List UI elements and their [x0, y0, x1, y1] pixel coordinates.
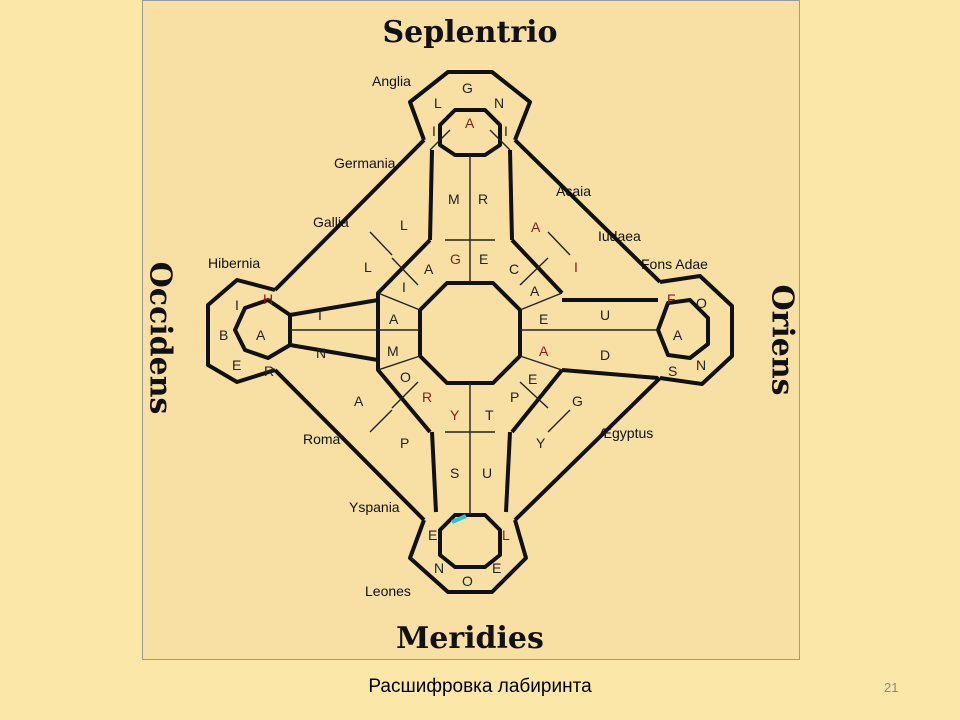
north-title: Seplentrio	[382, 15, 557, 50]
letter: U	[600, 307, 610, 323]
letter: A	[673, 327, 683, 343]
labyrinth-outline	[206, 70, 734, 594]
letter: A	[531, 219, 541, 235]
letter: P	[510, 389, 519, 405]
region-gallia: Gallia	[313, 214, 349, 230]
letter: E	[232, 357, 241, 373]
letter: G	[462, 80, 473, 96]
letter: N	[316, 345, 326, 361]
letter: M	[387, 343, 399, 359]
letter: E	[528, 371, 537, 387]
letter: I	[574, 259, 578, 275]
letter: R	[264, 363, 274, 379]
letter: L	[434, 95, 442, 111]
letter: N	[434, 560, 444, 576]
letter: A	[389, 311, 399, 327]
letter: L	[364, 259, 372, 275]
letter: N	[696, 357, 706, 373]
maze-partitions	[290, 129, 658, 515]
letter: S	[450, 465, 459, 481]
letter: G	[450, 251, 461, 267]
letter: E	[428, 527, 437, 543]
letter: A	[256, 327, 266, 343]
letter: Y	[450, 407, 460, 423]
region-yspania: Yspania	[349, 499, 400, 515]
west-title: Occidens	[143, 262, 178, 415]
letter: Y	[536, 435, 546, 451]
letter: L	[502, 527, 510, 543]
letter: L	[400, 217, 408, 233]
region-acaia: Acaia	[556, 183, 591, 199]
letter: C	[509, 261, 519, 277]
letter: R	[478, 191, 488, 207]
region-aegyptus: Ægyptus	[598, 425, 653, 441]
region-roma: Roma	[303, 431, 341, 447]
south-title: Meridies	[396, 621, 544, 656]
letter: A	[354, 393, 364, 409]
slide-caption: Расшифровка лабиринта	[368, 676, 592, 697]
region-leones: Leones	[365, 583, 411, 599]
letter: U	[482, 465, 492, 481]
letter: F	[667, 291, 676, 307]
letter: A	[530, 283, 540, 299]
letter: O	[696, 295, 707, 311]
letter: I	[402, 279, 406, 295]
letter: N	[494, 95, 504, 111]
page-number: 21	[884, 680, 899, 695]
letter: S	[668, 363, 677, 379]
letter: A	[539, 343, 549, 359]
region-germania: Germania	[334, 155, 396, 171]
letter: I	[432, 123, 436, 139]
letter: D	[600, 347, 610, 363]
region-hibernia: Hibernia	[208, 255, 260, 271]
path-marker	[451, 514, 467, 524]
letter: T	[485, 407, 494, 423]
letter: H	[263, 291, 273, 307]
letter: P	[400, 435, 409, 451]
letter: O	[400, 369, 411, 385]
region-anglia: Anglia	[372, 73, 411, 89]
region-iudaea: Iudaea	[598, 228, 641, 244]
letter: M	[448, 191, 460, 207]
letter: I	[318, 307, 322, 323]
letter: G	[572, 393, 583, 409]
letter: E	[479, 251, 488, 267]
letter: I	[504, 123, 508, 139]
letter: B	[219, 327, 228, 343]
letter: I	[235, 297, 239, 313]
region-fons-adae: Fons Adae	[641, 256, 708, 272]
letter: A	[465, 115, 475, 131]
letter: R	[422, 389, 432, 405]
east-title: Oriens	[765, 284, 800, 395]
letter: A	[424, 261, 434, 277]
letter: E	[492, 560, 501, 576]
letter: E	[539, 311, 548, 327]
letter: O	[462, 573, 473, 589]
